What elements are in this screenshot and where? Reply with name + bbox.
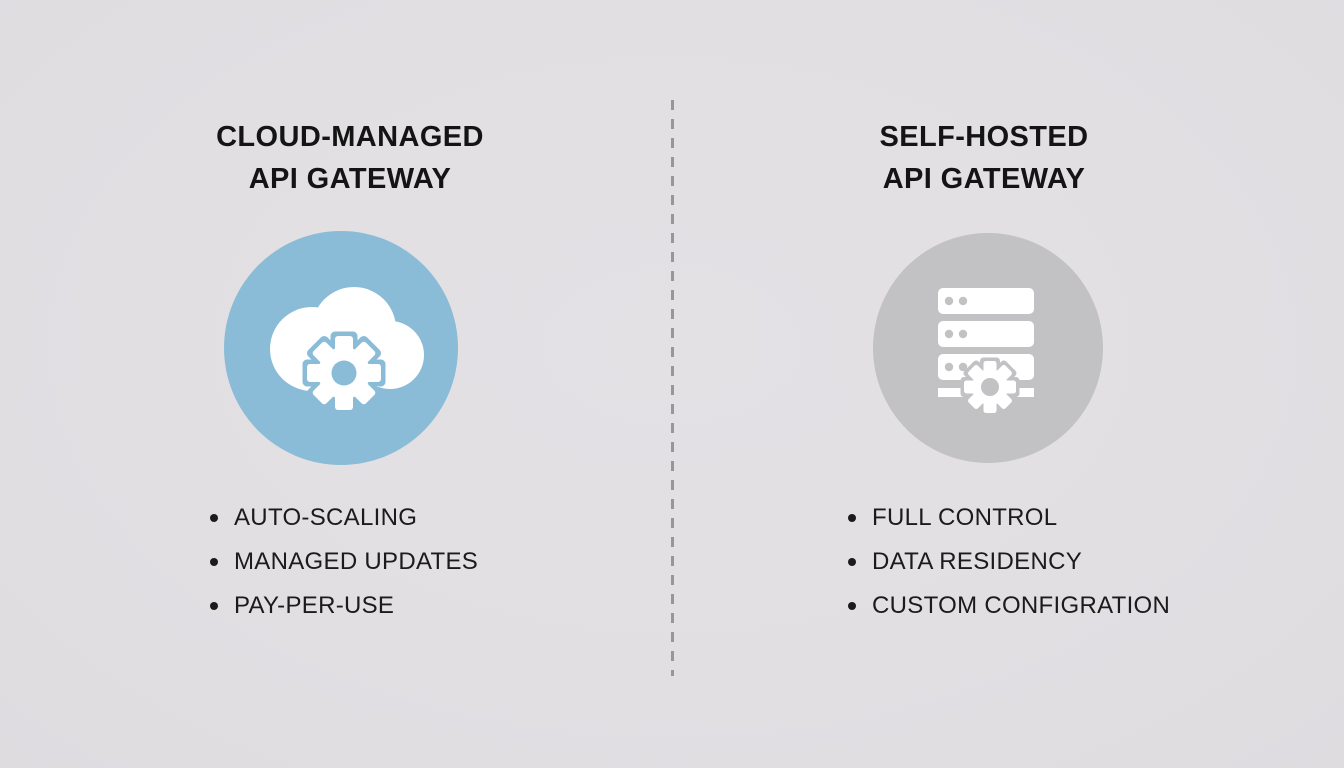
- list-item-label: PAY-PER-USE: [234, 592, 395, 619]
- bullet-icon: [210, 514, 218, 522]
- cloud-managed-icon-circle: [224, 231, 458, 465]
- cloud-gear-icon: [224, 231, 458, 465]
- list-item-label: AUTO-SCALING: [234, 504, 418, 531]
- right-title-line2: API GATEWAY: [882, 163, 1086, 195]
- list-item: CUSTOM CONFIGRATION: [848, 584, 1170, 628]
- list-item-label: MANAGED UPDATES: [234, 548, 479, 575]
- bullet-icon: [210, 558, 218, 566]
- self-hosted-icon-circle: [873, 233, 1103, 463]
- self-hosted-feature-list: FULL CONTROL DATA RESIDENCY CUSTOM CONFI…: [848, 496, 1170, 628]
- left-title-line1: CLOUD-MANAGED: [216, 121, 484, 153]
- list-item: AUTO-SCALING: [210, 496, 478, 540]
- list-item-label: CUSTOM CONFIGRATION: [872, 592, 1171, 619]
- left-panel-title: CLOUD-MANAGED API GATEWAY: [160, 116, 540, 200]
- list-item: DATA RESIDENCY: [848, 540, 1170, 584]
- bullet-icon: [848, 602, 856, 610]
- server-gear-icon: [873, 233, 1103, 463]
- left-title-line2: API GATEWAY: [248, 163, 452, 195]
- bullet-icon: [848, 558, 856, 566]
- list-item: PAY-PER-USE: [210, 584, 478, 628]
- list-item: MANAGED UPDATES: [210, 540, 478, 584]
- list-item: FULL CONTROL: [848, 496, 1170, 540]
- right-panel-title: SELF-HOSTED API GATEWAY: [794, 116, 1174, 200]
- list-item-label: FULL CONTROL: [872, 504, 1058, 531]
- bullet-icon: [210, 602, 218, 610]
- cloud-managed-feature-list: AUTO-SCALING MANAGED UPDATES PAY-PER-USE: [210, 496, 478, 628]
- list-item-label: DATA RESIDENCY: [872, 548, 1083, 575]
- comparison-divider: [671, 100, 674, 676]
- bullet-icon: [848, 514, 856, 522]
- right-title-line1: SELF-HOSTED: [879, 121, 1089, 153]
